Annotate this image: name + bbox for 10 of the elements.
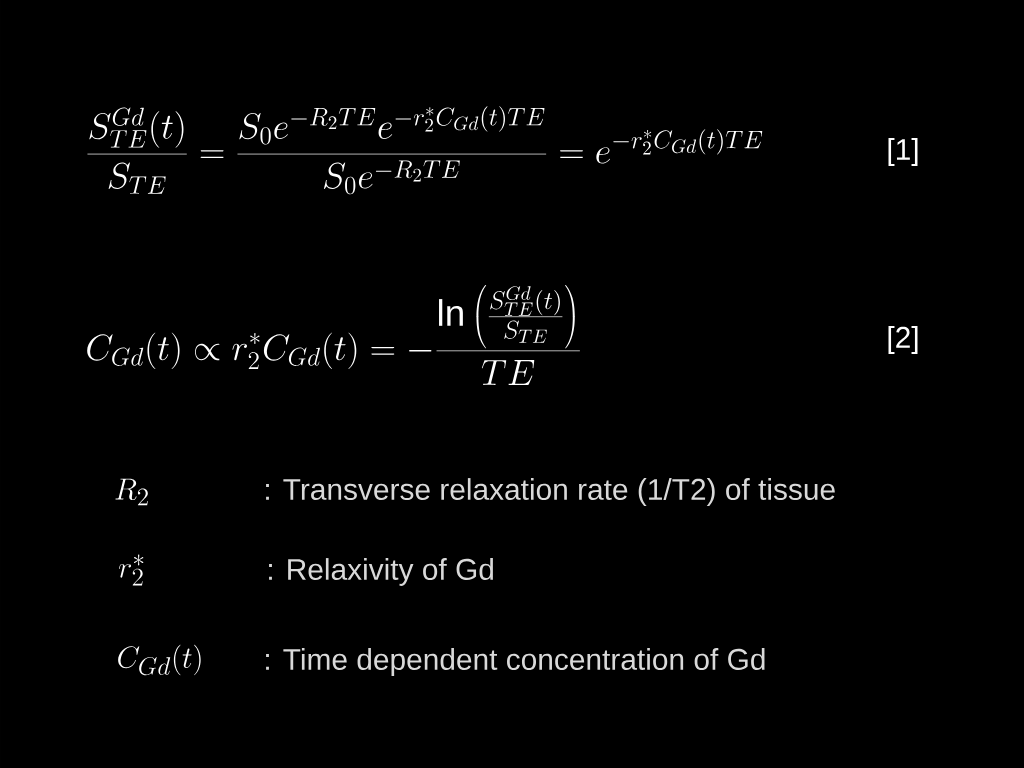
definition-text: : Time dependent concentration of Gd (266, 648, 765, 676)
equation-number: [2] (888, 326, 918, 354)
definition-text: : Relaxivity of Gd (269, 558, 493, 586)
math-symbol: $r_2^*$ (118, 554, 144, 586)
equation: $C_{Gd}(t)\propto r_2^*C_{Gd}(t)=-\frac{\ln\left(\frac{S_{TE}^{Gd}(t)}{S_{TE}}\right)}{TE}$ (87, 285, 580, 385)
math-symbol: $R_2$ (115, 478, 148, 506)
math-symbol: $C_{Gd}(t)$ (118, 644, 201, 676)
definition-text: : Transverse relaxation rate (1/T2) of tissue (266, 478, 835, 506)
equation: $\frac{S_{TE}^{Gd}(t)}{S_{TE}}=\frac{S_0e^{-R_2TE}e^{-r_2^*C_{Gd}(t)TE}}{S_0e^{-R_2TE}}=e^{-r_2^*C_{Gd}(t)TE}$ (87, 106, 763, 195)
equation-number: [1] (888, 138, 918, 166)
